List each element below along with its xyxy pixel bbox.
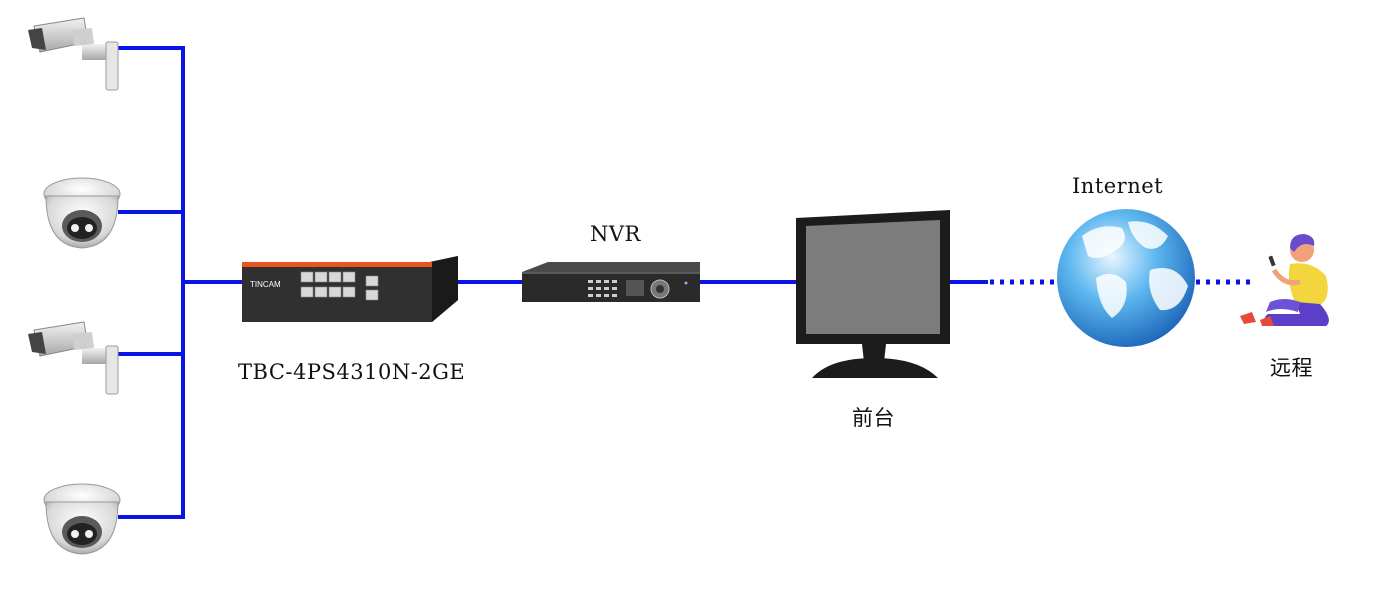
switch-model-label: TBC-4PS4310N-2GE — [238, 360, 466, 384]
switch-brand-text: TINCAM — [250, 280, 281, 289]
remote-label: 远程 — [1270, 356, 1313, 380]
monitor-icon — [796, 210, 950, 378]
globe-icon — [1057, 209, 1195, 347]
dome-camera-icon — [43, 177, 121, 249]
nvr-label: NVR — [590, 222, 641, 246]
remote-user-icon — [1240, 234, 1329, 326]
nvr-icon — [522, 262, 700, 302]
bullet-camera-icon — [28, 321, 119, 395]
internet-label: Internet — [1072, 174, 1164, 198]
poe-switch-icon: TINCAM — [242, 256, 458, 322]
monitor-label: 前台 — [852, 406, 895, 430]
connection-lines — [118, 46, 1256, 519]
bullet-camera-icon — [28, 17, 119, 91]
dome-camera-icon — [43, 483, 121, 555]
